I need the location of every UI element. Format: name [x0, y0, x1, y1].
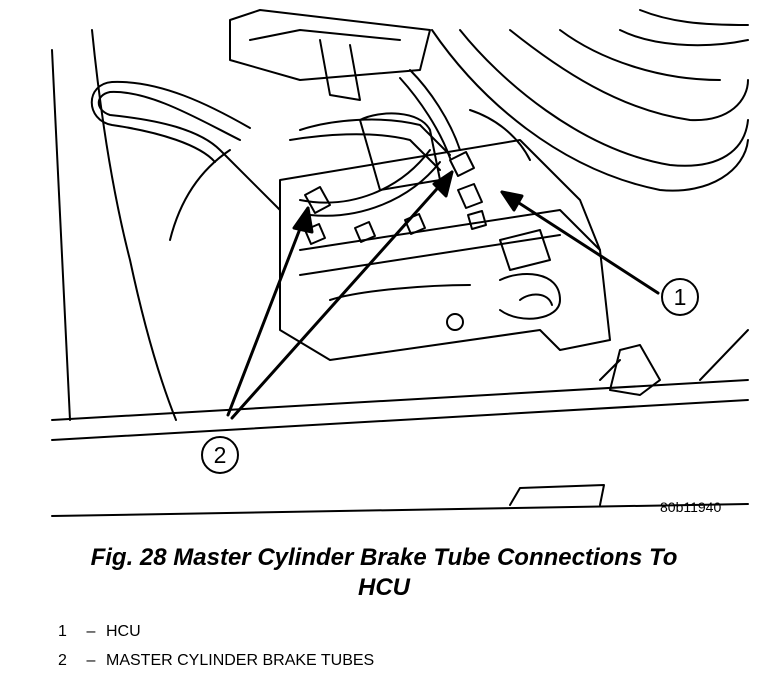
- brake-illustration: 1 2: [51, 9, 749, 517]
- reservoir: [229, 9, 431, 101]
- brake-booster: [431, 9, 749, 192]
- figure-id: 80b11940: [660, 499, 722, 515]
- brake-tubes: [289, 69, 531, 217]
- callout-1-number: 1: [674, 284, 687, 310]
- legend-item-dash: –: [86, 652, 96, 669]
- legend-item-label: MASTER CYLINDER BRAKE TUBES: [106, 652, 375, 669]
- callout-1: 1: [661, 278, 699, 316]
- legend-item-dash: –: [86, 623, 96, 640]
- caption-line-2: HCU: [358, 574, 410, 601]
- chassis-lines: [51, 29, 749, 517]
- leader-lines: [226, 170, 660, 420]
- hcu-body: [279, 112, 661, 396]
- legend-item-number: 2: [58, 652, 67, 669]
- legend-item: 1 – HCU: [58, 617, 374, 646]
- caption-line-1: Fig. 28 Master Cylinder Brake Tube Conne…: [90, 544, 678, 571]
- legend-item-label: HCU: [106, 623, 141, 640]
- callout-2: 2: [201, 436, 239, 474]
- legend-item: 2 – MASTER CYLINDER BRAKE TUBES: [58, 646, 374, 675]
- brake-line-loop: [90, 80, 281, 241]
- callout-2-number: 2: [214, 442, 227, 468]
- legend: 1 – HCU 2 – MASTER CYLINDER BRAKE TUBES: [58, 617, 374, 675]
- legend-item-number: 1: [58, 623, 67, 640]
- figure-caption: Fig. 28 Master Cylinder Brake Tube Conne…: [0, 543, 768, 603]
